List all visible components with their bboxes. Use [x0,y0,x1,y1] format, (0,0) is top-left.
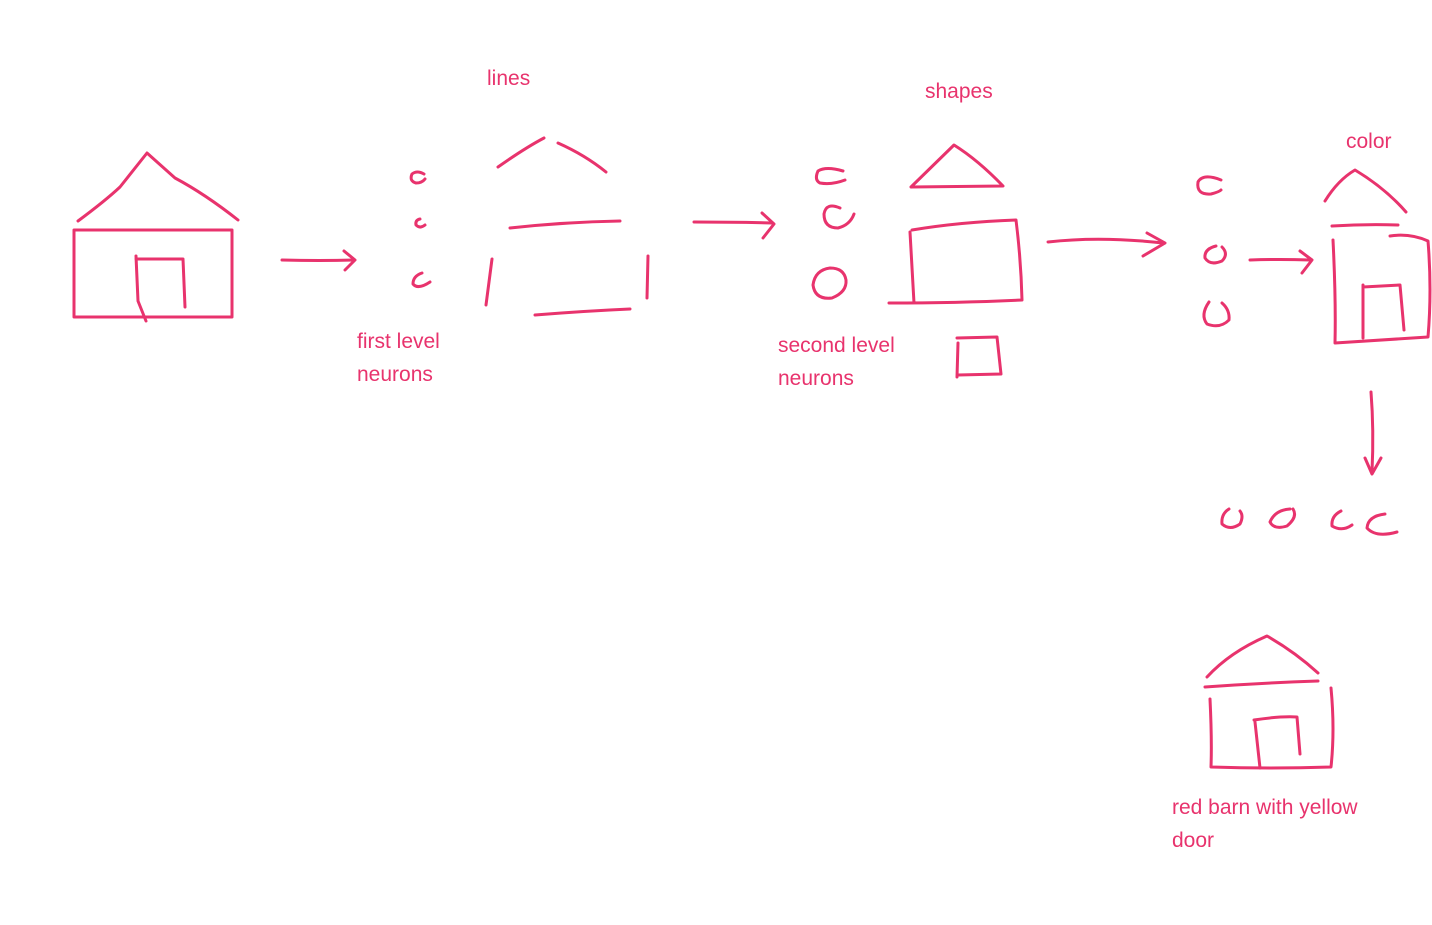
line-right [645,254,650,300]
neuron-1a [409,170,427,185]
arrow-3 [1046,231,1167,258]
arrow-5 [1363,390,1383,476]
neuron-2c [811,266,848,300]
neuron-2b [822,204,856,230]
label-lines: lines [487,67,531,90]
arrow-2 [692,211,776,240]
line-roof-left [496,136,546,169]
neuron-4d [1365,512,1399,536]
input-house-door [134,254,187,323]
line-bottom [533,307,632,317]
line-left [484,257,494,307]
color-house-eave [1330,223,1400,228]
label-result-line2: door [1172,829,1215,852]
neuron-3b [1203,244,1227,265]
arrow-1 [280,249,357,272]
output-neurons [1220,507,1399,536]
label-second-level-line2: neurons [778,367,854,390]
label-result-line1: red barn with yellow [1172,796,1358,819]
neuron-1b [414,217,427,229]
label-shapes: shapes [925,80,993,103]
shape-square [955,335,1003,379]
color-house-body [1331,233,1432,345]
shapes-drawing [887,143,1024,379]
output-house-eave [1203,679,1320,689]
first-level-neurons [409,170,432,289]
arrow-4 [1248,249,1314,275]
neuron-4c [1330,509,1354,531]
third-level-neurons [1196,175,1231,328]
input-house-drawing [72,151,240,323]
line-top [508,219,622,230]
input-house-roof [76,151,240,223]
label-first-level-line1: first level [357,330,440,353]
label-second-level-line1: second level [778,334,895,357]
neuron-4b [1268,507,1296,529]
line-roof-right [556,141,608,174]
neuron-4a [1220,507,1244,529]
color-house-door [1361,283,1406,340]
neuron-2a [814,167,847,186]
shape-rectangle [887,218,1024,305]
color-house-roof [1323,168,1408,214]
output-house-body [1208,686,1335,770]
neuron-1c [411,271,432,289]
output-house-drawing [1203,634,1335,770]
lines-drawing [484,136,650,317]
shape-triangle [909,143,1005,189]
label-color: color [1346,130,1392,153]
output-house-door [1252,715,1302,770]
second-level-neurons [811,167,856,300]
input-house-body [72,228,234,319]
color-house-drawing [1323,168,1432,345]
label-first-level-line2: neurons [357,363,433,386]
neuron-3c [1202,300,1231,328]
neuron-3a [1196,175,1223,196]
output-house-roof [1205,634,1320,679]
